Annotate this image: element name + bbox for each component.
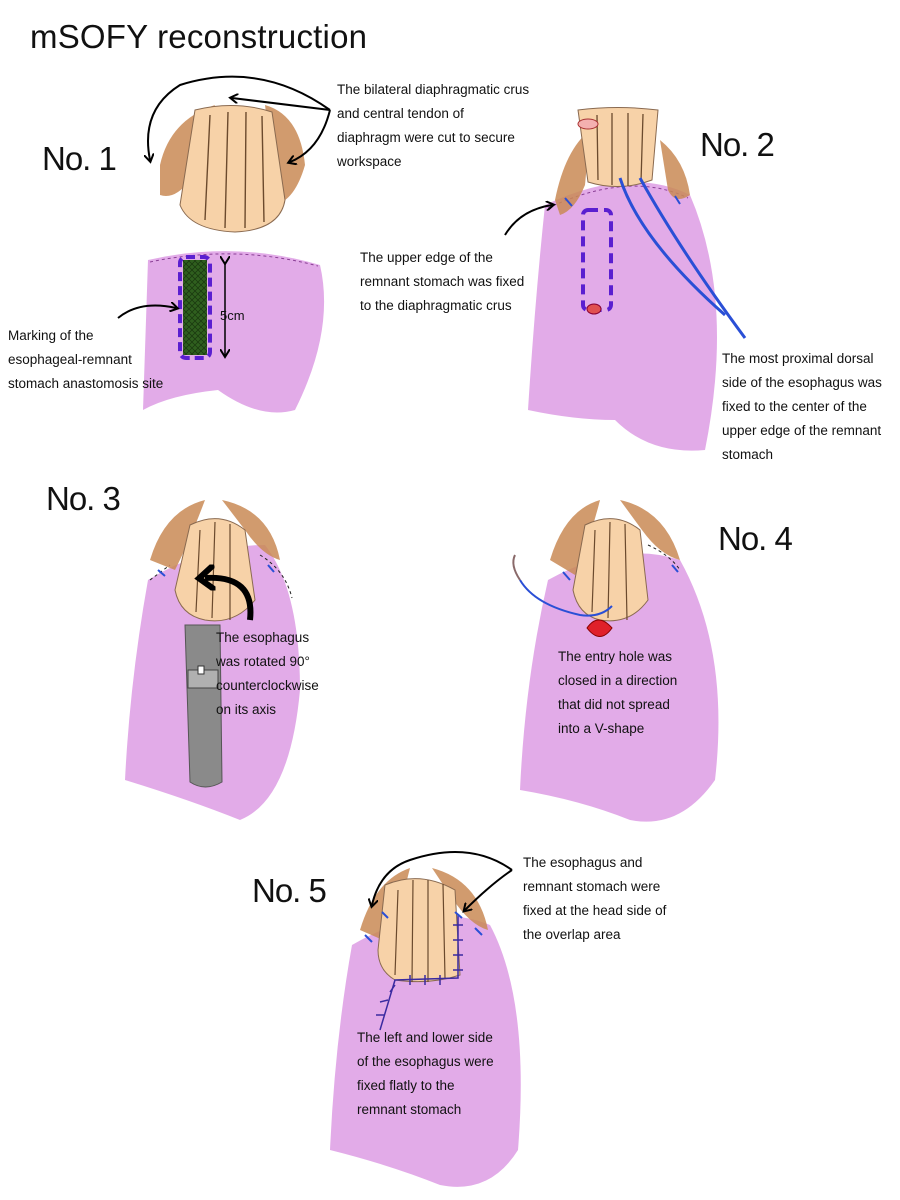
- suture-thread: [519, 579, 613, 617]
- esophagus: [572, 518, 649, 622]
- entry-hole: [586, 619, 613, 637]
- remnant-stomach: [143, 251, 325, 413]
- arrow-head-side-fix: [372, 851, 513, 905]
- remnant-stomach: [330, 916, 521, 1187]
- suture-thread: [618, 177, 726, 317]
- panel-5-drawing: [330, 851, 521, 1187]
- remnant-stomach: [528, 182, 717, 451]
- arrow-crus-cut: [148, 75, 331, 160]
- suture-line: [379, 915, 459, 1031]
- step-label-1: No. 1: [42, 140, 117, 177]
- esophagus: [377, 878, 461, 983]
- diaphragmatic-crus-right: [222, 500, 280, 560]
- panel-3-drawing: [125, 500, 300, 820]
- diaphragmatic-crus-right: [660, 140, 690, 199]
- measure-label: 5cm: [220, 308, 245, 323]
- arrow-upper-edge: [504, 205, 552, 236]
- panel-1-drawing: [117, 75, 331, 413]
- remnant-stomach: [520, 553, 719, 822]
- note-head-side-fixed: The esophagus and remnant stomach were f…: [523, 855, 667, 942]
- esophagus: [179, 104, 286, 233]
- stapler: [184, 624, 223, 788]
- diaphragmatic-crus-right: [432, 868, 488, 930]
- diaphragmatic-crus-left: [555, 130, 590, 215]
- diaphragmatic-crus-left: [150, 500, 205, 570]
- step-label-2: No. 2: [700, 126, 775, 163]
- note-anastomosis-marking: Marking of the esophageal-remnant stomac…: [8, 328, 164, 391]
- note-entry-hole-closed: The entry hole was closed in a direction…: [558, 649, 678, 736]
- diaphragmatic-crus-right: [620, 500, 680, 560]
- arrow-marking: [117, 306, 176, 319]
- page-title: mSOFY reconstruction: [30, 18, 368, 55]
- note-dorsal-side-fixed: The most proximal dorsal side of the eso…: [722, 351, 882, 462]
- step-label-4: No. 4: [718, 520, 793, 557]
- note-esophagus-rotated: The esophagus was rotated 90° counterclo…: [216, 630, 319, 717]
- rotation-arrow: [205, 578, 254, 621]
- step-label-5: No. 5: [252, 872, 327, 909]
- step-label-3: No. 3: [46, 480, 121, 517]
- note-upper-edge-fixed: The upper edge of the remnant stomach wa…: [360, 250, 525, 313]
- note-crus-cut: The bilateral diaphragmatic crus and cen…: [337, 82, 530, 169]
- panel-4-drawing: [512, 500, 719, 822]
- panel-2-drawing: [504, 107, 747, 451]
- anastomosis-mark: [183, 260, 207, 355]
- diaphragmatic-crus-left: [550, 500, 600, 575]
- note-flat-fixation: The left and lower side of the esophagus…: [357, 1030, 494, 1117]
